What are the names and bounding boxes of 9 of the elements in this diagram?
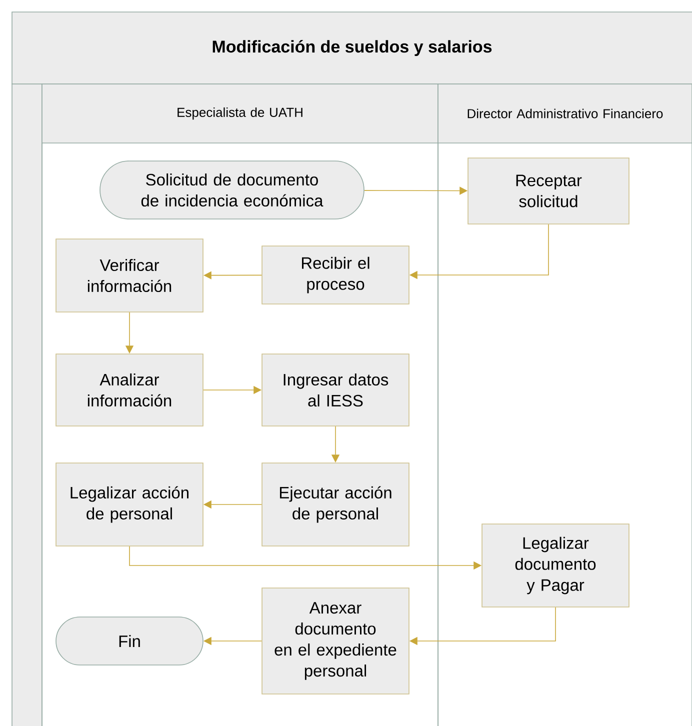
process-box: Analizar información xyxy=(56,354,204,426)
process-box: Recibir el proceso xyxy=(262,246,410,304)
process-box: Legalizar documento y Pagar xyxy=(482,524,630,608)
process-box: Anexar documento en el expediente personal xyxy=(262,588,410,694)
process-box: Ejecutar acción de personal xyxy=(262,462,410,546)
process-box: Receptar solicitud xyxy=(468,158,630,224)
process-box: Verificar información xyxy=(56,238,204,312)
process-box: Legalizar acción de personal xyxy=(56,462,204,546)
process-box: Ingresar datos al IESS xyxy=(262,354,410,426)
